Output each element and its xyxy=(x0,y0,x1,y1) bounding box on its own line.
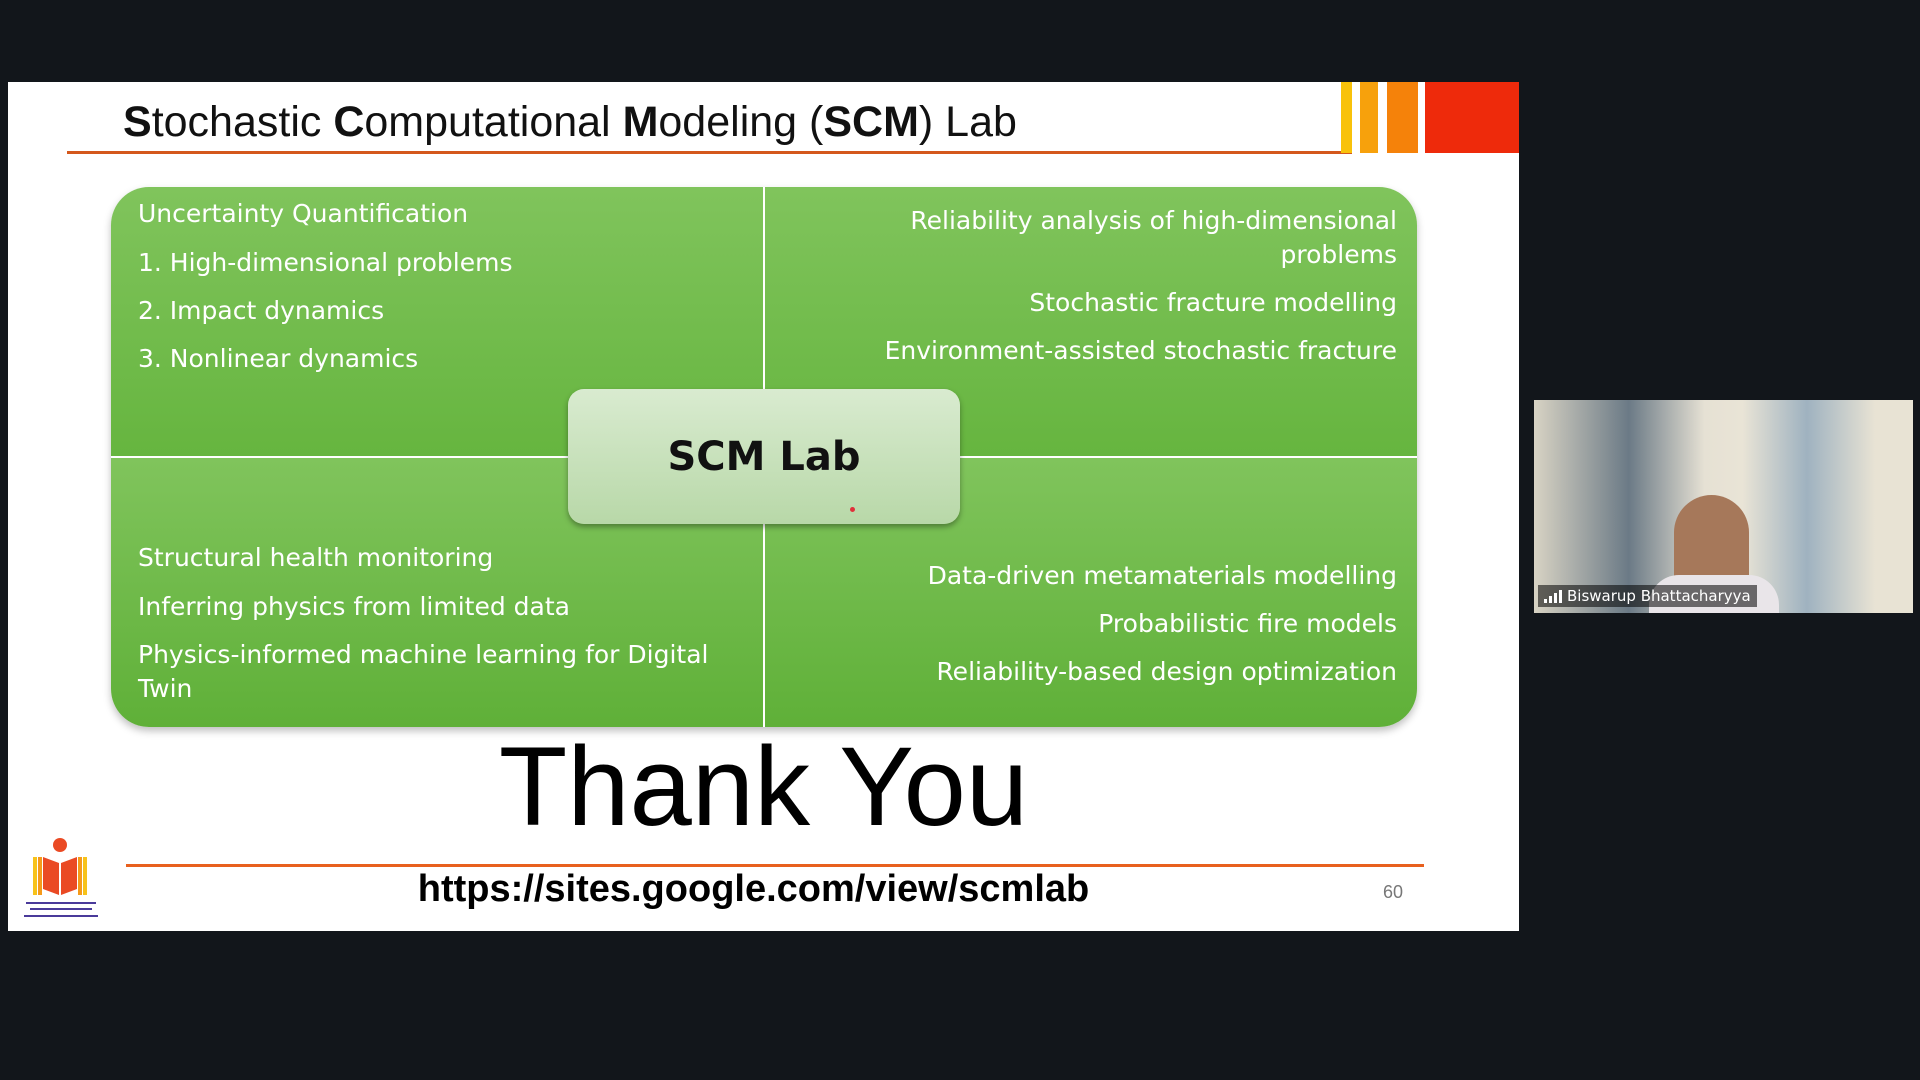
list-item: 1. High-dimensional problems xyxy=(138,248,513,277)
accent-bar xyxy=(1387,82,1418,153)
participant-name-tag: Biswarup Bhattacharyya xyxy=(1538,585,1757,607)
list-item: 3. Nonlinear dynamics xyxy=(138,344,419,373)
center-label: SCM Lab xyxy=(568,389,960,524)
presentation-slide: Stochastic Computational Modeling (SCM) … xyxy=(8,82,1519,931)
list-item: Reliability analysis of high-dimensional… xyxy=(910,206,1397,269)
list-item: Environment-assisted stochastic fracture xyxy=(884,336,1397,365)
laser-pointer xyxy=(850,507,855,512)
accent-bar xyxy=(1360,82,1378,153)
page-number: 60 xyxy=(1383,882,1404,902)
research-areas-matrix xyxy=(111,187,1417,727)
list-item: Probabilistic fire models xyxy=(1098,609,1397,638)
list-item: Structural health monitoring xyxy=(138,543,494,572)
list-item: Data-driven metamaterials modelling xyxy=(927,561,1397,590)
slide-title: Stochastic Computational Modeling (SCM) … xyxy=(123,98,1017,146)
lab-url-link[interactable]: https://sites.google.com/view/scmlab xyxy=(417,868,1090,910)
list-item: Stochastic fracture modelling xyxy=(1029,288,1397,317)
list-item: Uncertainty Quantification xyxy=(138,199,469,228)
title-underline xyxy=(67,151,1352,154)
accent-bar xyxy=(1341,82,1352,153)
thank-you-text: Thank You xyxy=(498,724,1029,849)
list-item: Physics-informed machine learning for Di… xyxy=(138,640,709,703)
signal-strength-icon xyxy=(1544,589,1562,603)
participant-name: Biswarup Bhattacharyya xyxy=(1567,587,1751,605)
accent-bar xyxy=(1425,82,1519,153)
url-divider xyxy=(126,864,1424,867)
list-item: Reliability-based design optimization xyxy=(936,657,1397,686)
participant-video-tile[interactable]: Biswarup Bhattacharyya xyxy=(1534,400,1913,613)
list-item: 2. Impact dynamics xyxy=(138,296,385,325)
list-item: Inferring physics from limited data xyxy=(138,592,570,621)
iith-logo xyxy=(18,837,103,927)
